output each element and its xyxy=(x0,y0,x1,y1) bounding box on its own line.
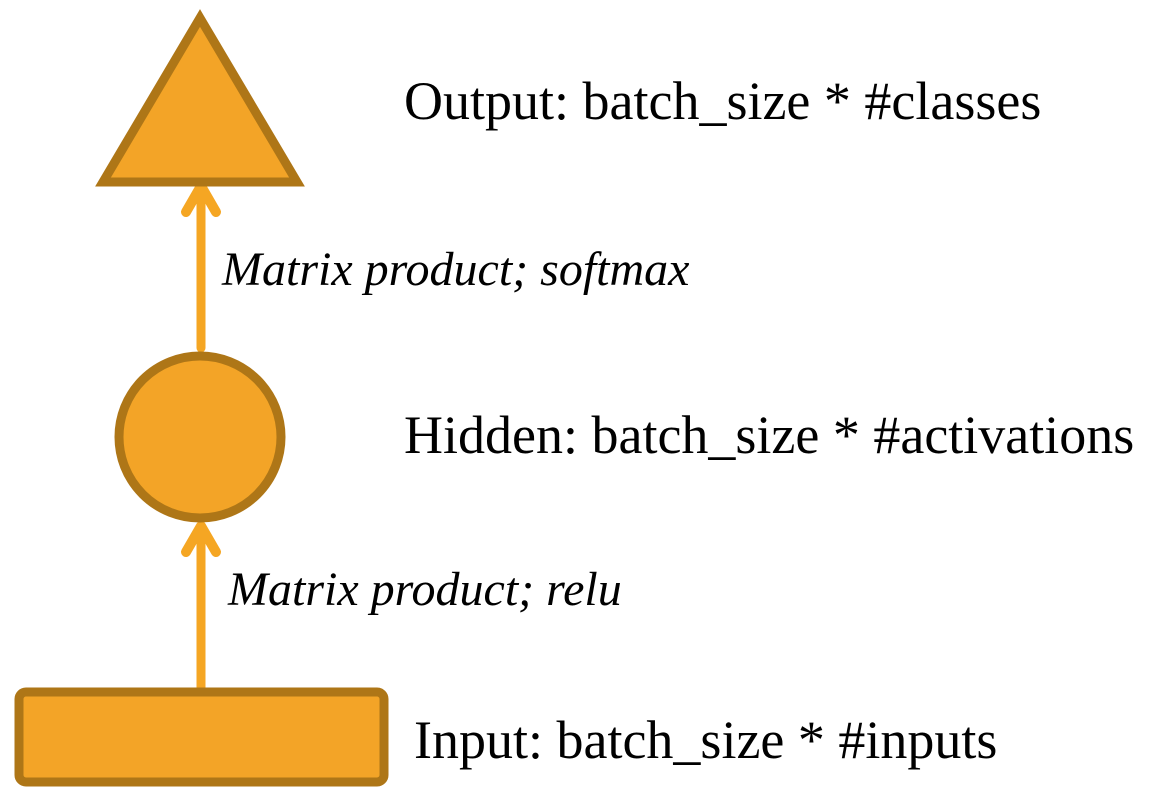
arrow-head-icon xyxy=(181,521,221,557)
arrow-input-to-hidden xyxy=(181,521,221,695)
edge-label-relu: Matrix product; relu xyxy=(227,563,622,616)
input-label: Input: batch_size * #inputs xyxy=(414,710,997,770)
output-triangle xyxy=(95,9,305,187)
hidden-label: Hidden: batch_size * #activations xyxy=(404,405,1134,465)
output-label: Output: batch_size * #classes xyxy=(404,71,1041,131)
arrow-hidden-to-output xyxy=(181,181,221,353)
edge-label-softmax: Matrix product; softmax xyxy=(221,243,689,296)
hidden-circle xyxy=(114,351,286,523)
input-rectangle xyxy=(14,687,389,787)
